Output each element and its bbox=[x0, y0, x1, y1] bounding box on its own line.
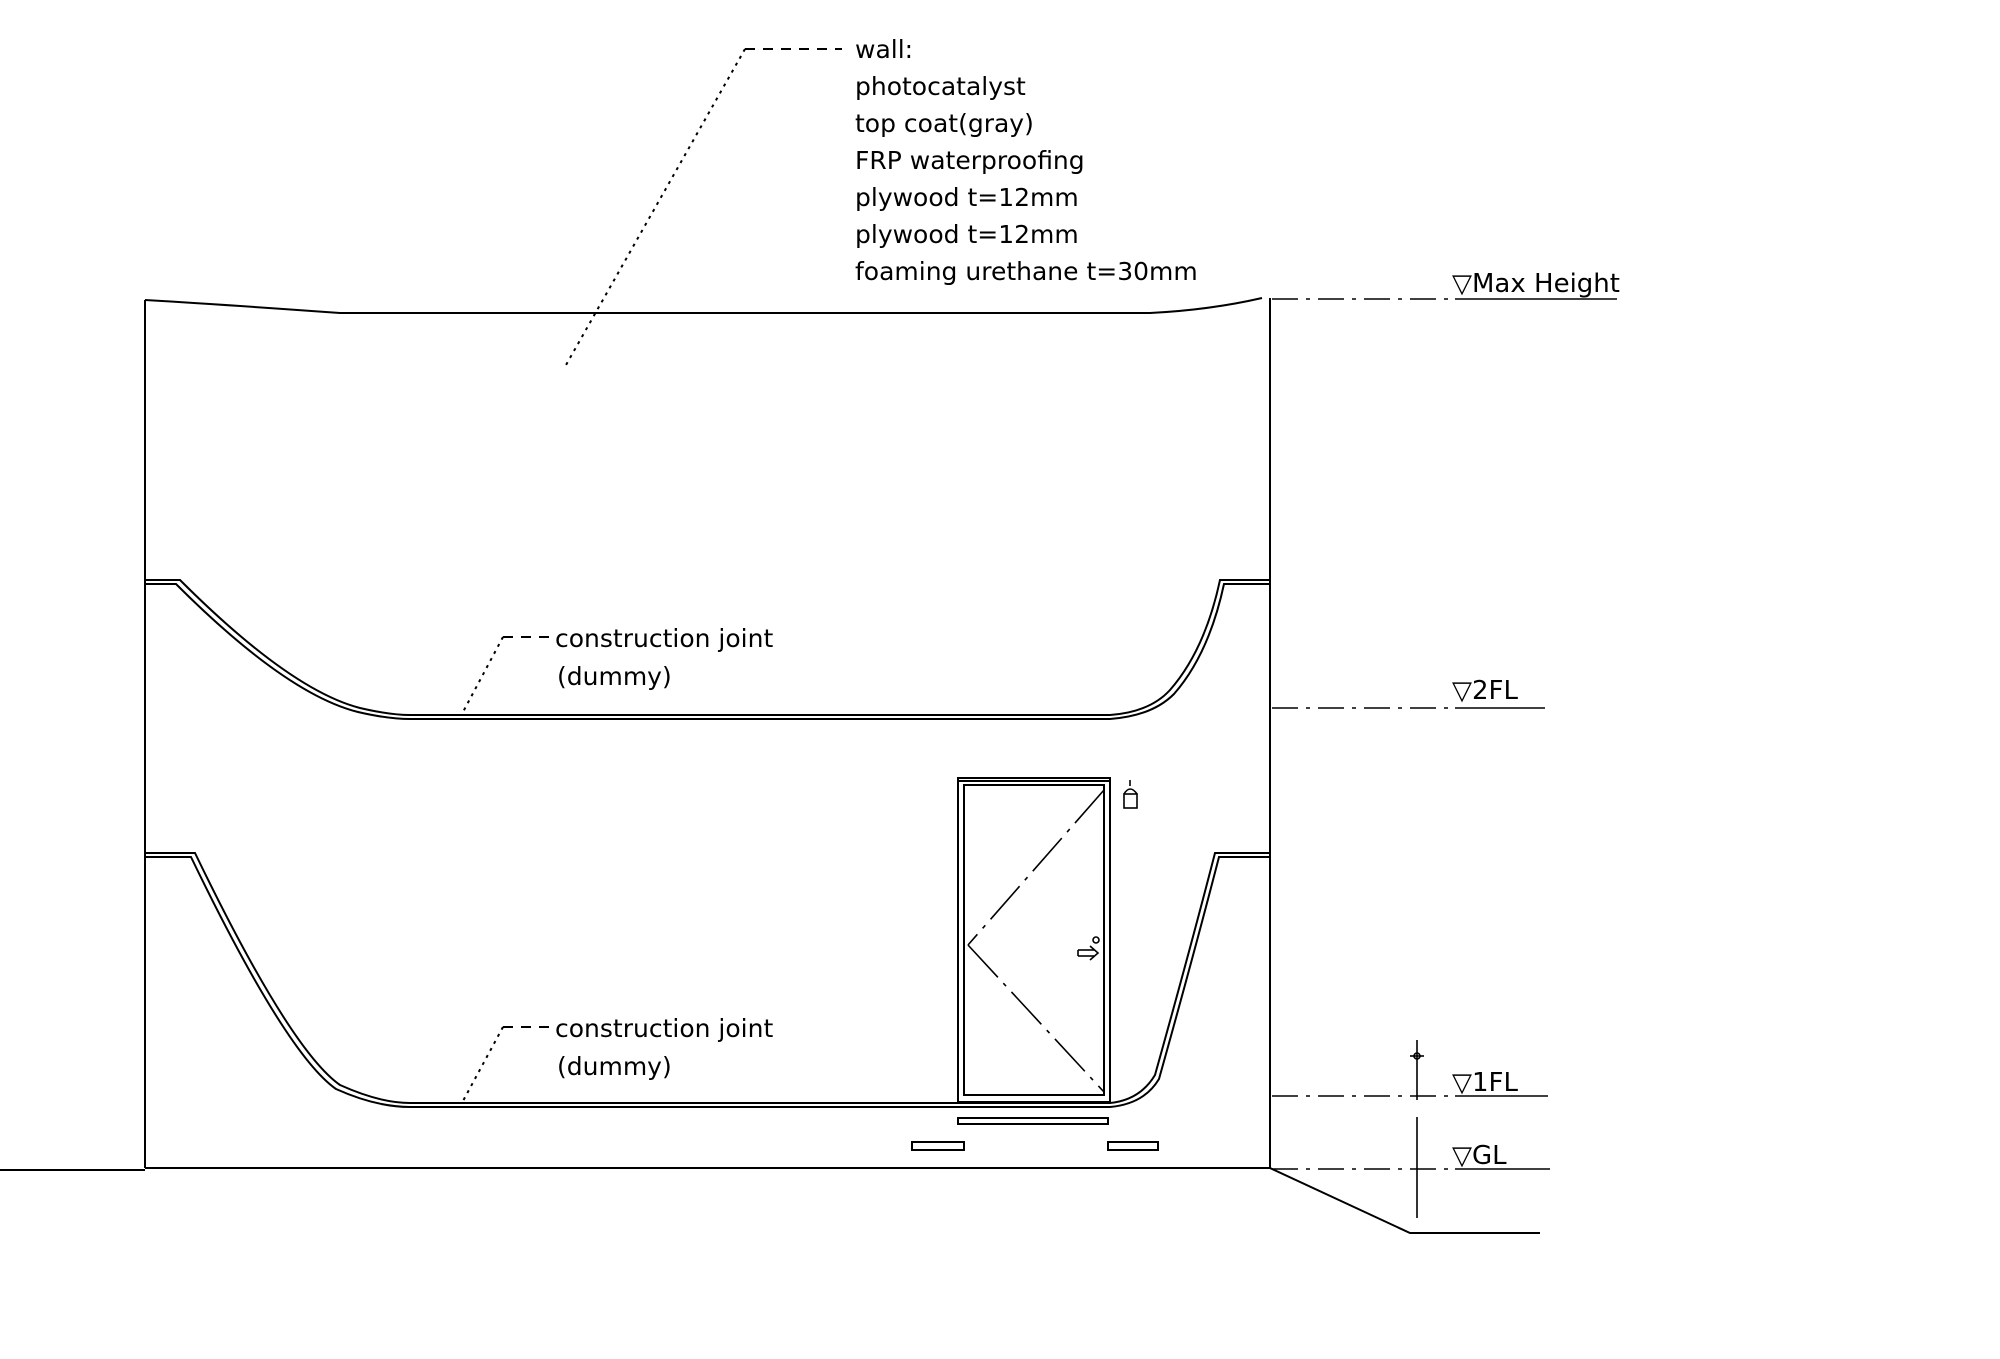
level-2fl: ▽2FL bbox=[1272, 676, 1545, 709]
height-dimension-marker bbox=[1410, 1040, 1424, 1218]
door bbox=[911, 777, 1159, 1151]
level-1fl: ▽1FL bbox=[1272, 1068, 1548, 1098]
wall-light-icon bbox=[1123, 780, 1138, 809]
joint-label-line2: (dummy) bbox=[557, 662, 672, 691]
building-outline bbox=[144, 297, 1271, 1168]
joint-leader-lower bbox=[462, 1026, 550, 1102]
wall-note-leader bbox=[565, 48, 842, 366]
wall-note-line: foaming urethane t=30mm bbox=[855, 257, 1198, 286]
joint-label-line1: construction joint bbox=[555, 1014, 773, 1043]
joint-label-line1: construction joint bbox=[555, 624, 773, 653]
level-gl: ▽GL bbox=[1272, 1141, 1550, 1171]
wall-note-line: FRP waterproofing bbox=[855, 146, 1085, 175]
level-label-2fl: 2FL bbox=[1472, 676, 1518, 706]
svg-text:▽2FL: ▽2FL bbox=[1452, 676, 1518, 706]
lower-band bbox=[145, 852, 1270, 1108]
svg-text:▽Max Height: ▽Max Height bbox=[1452, 269, 1620, 299]
upper-band bbox=[145, 579, 1270, 720]
wall-note-line: top coat(gray) bbox=[855, 109, 1034, 138]
wall-note-line: plywood t=12mm bbox=[855, 183, 1079, 212]
level-label-max-height: Max Height bbox=[1472, 269, 1620, 299]
wall-note-line: wall: bbox=[855, 35, 913, 64]
construction-joint-label-upper: construction joint (dummy) bbox=[555, 624, 781, 691]
svg-text:▽1FL: ▽1FL bbox=[1452, 1068, 1518, 1098]
level-label-gl: GL bbox=[1472, 1141, 1507, 1171]
level-max-height: ▽Max Height bbox=[1272, 269, 1620, 300]
wall-note-line: plywood t=12mm bbox=[855, 220, 1079, 249]
level-marker-icon: ▽ bbox=[1452, 1141, 1472, 1171]
level-label-1fl: 1FL bbox=[1472, 1068, 1518, 1098]
wall-note: wall: photocatalyst top coat(gray) FRP w… bbox=[855, 35, 1198, 286]
joint-leader-upper bbox=[462, 636, 550, 713]
ground-slope-line bbox=[1269, 1167, 1540, 1234]
wall-note-line: photocatalyst bbox=[855, 72, 1026, 101]
door-handle-icon bbox=[1077, 936, 1100, 961]
svg-text:▽GL: ▽GL bbox=[1452, 1141, 1507, 1171]
level-marker-icon: ▽ bbox=[1452, 269, 1472, 299]
level-marker-icon: ▽ bbox=[1452, 1068, 1472, 1098]
joint-label-line2: (dummy) bbox=[557, 1052, 672, 1081]
level-marker-icon: ▽ bbox=[1452, 676, 1472, 706]
construction-joint-label-lower: construction joint (dummy) bbox=[555, 1014, 781, 1081]
